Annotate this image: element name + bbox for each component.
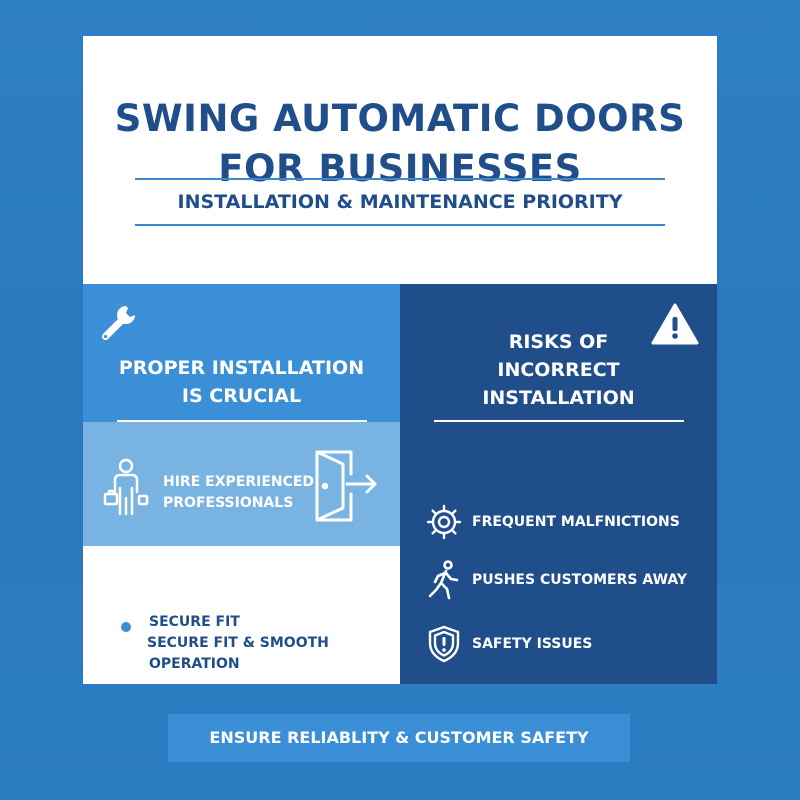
title-line-2: FOR BUSINESSES bbox=[218, 147, 582, 190]
installation-heading: PROPER INSTALLATION IS CRUCIAL bbox=[83, 354, 400, 410]
footer-banner: ENSURE RELIABLITY & CUSTOMER SAFETY bbox=[168, 714, 630, 762]
page-title: SWING AUTOMATIC DOORS FOR BUSINESSES bbox=[83, 94, 717, 194]
installation-heading-line-1: PROPER INSTALLATION bbox=[118, 357, 365, 379]
hire-line-2: PROFESSIONALS bbox=[163, 495, 294, 511]
risks-rule bbox=[434, 420, 684, 422]
risk-label-malfunctions: FREQUENT MALFNICTIONS bbox=[472, 514, 680, 530]
subtitle: INSTALLATION & MAINTENANCE PRIORITY bbox=[177, 191, 623, 213]
risks-heading-line-2: INCORRECT bbox=[497, 359, 620, 381]
risk-label-safety: SAFETY ISSUES bbox=[472, 636, 593, 652]
shield-icon bbox=[428, 625, 460, 663]
secure-line-1: SECURE FIT bbox=[149, 614, 240, 630]
risks-heading-line-3: INSTALLATION bbox=[482, 387, 635, 409]
installation-heading-line-2: IS CRUCIAL bbox=[181, 385, 302, 407]
secure-line-3: OPERATION bbox=[149, 656, 240, 672]
risks-panel: RISKS OF INCORRECT INSTALLATION FREQUENT… bbox=[400, 284, 717, 684]
hire-panel: HIRE EXPERIENCED PROFESSIONALS bbox=[83, 422, 400, 546]
secure-fit-panel: SECURE FIT SECURE FIT & SMOOTH OPERATION bbox=[83, 546, 400, 684]
worker-icon bbox=[103, 458, 149, 516]
gear-icon bbox=[426, 504, 462, 540]
hire-professionals-label: HIRE EXPERIENCED PROFESSIONALS bbox=[163, 472, 314, 514]
warning-icon bbox=[651, 303, 699, 345]
wrench-icon bbox=[101, 306, 135, 341]
risk-label-customers: PUSHES CUSTOMERS AWAY bbox=[472, 572, 688, 588]
door-exit-icon bbox=[315, 450, 377, 522]
subtitle-rule-bottom bbox=[135, 224, 665, 226]
title-line-1: SWING AUTOMATIC DOORS bbox=[114, 97, 686, 140]
risks-heading-line-1: RISKS OF bbox=[508, 331, 609, 353]
subtitle-rule-top bbox=[135, 178, 665, 180]
header: SWING AUTOMATIC DOORS FOR BUSINESSES INS… bbox=[83, 36, 717, 284]
infographic-card: SWING AUTOMATIC DOORS FOR BUSINESSES INS… bbox=[83, 36, 717, 684]
walking-person-icon bbox=[428, 560, 459, 600]
secure-fit-label: SECURE FIT SECURE FIT & SMOOTH OPERATION bbox=[147, 612, 329, 675]
secure-line-2: SECURE FIT & SMOOTH bbox=[147, 635, 329, 651]
bullet-dot bbox=[121, 622, 131, 632]
hire-line-1: HIRE EXPERIENCED bbox=[163, 474, 315, 490]
risks-heading: RISKS OF INCORRECT INSTALLATION bbox=[400, 328, 717, 412]
installation-rule bbox=[117, 420, 367, 422]
installation-panel: PROPER INSTALLATION IS CRUCIAL bbox=[83, 284, 400, 422]
